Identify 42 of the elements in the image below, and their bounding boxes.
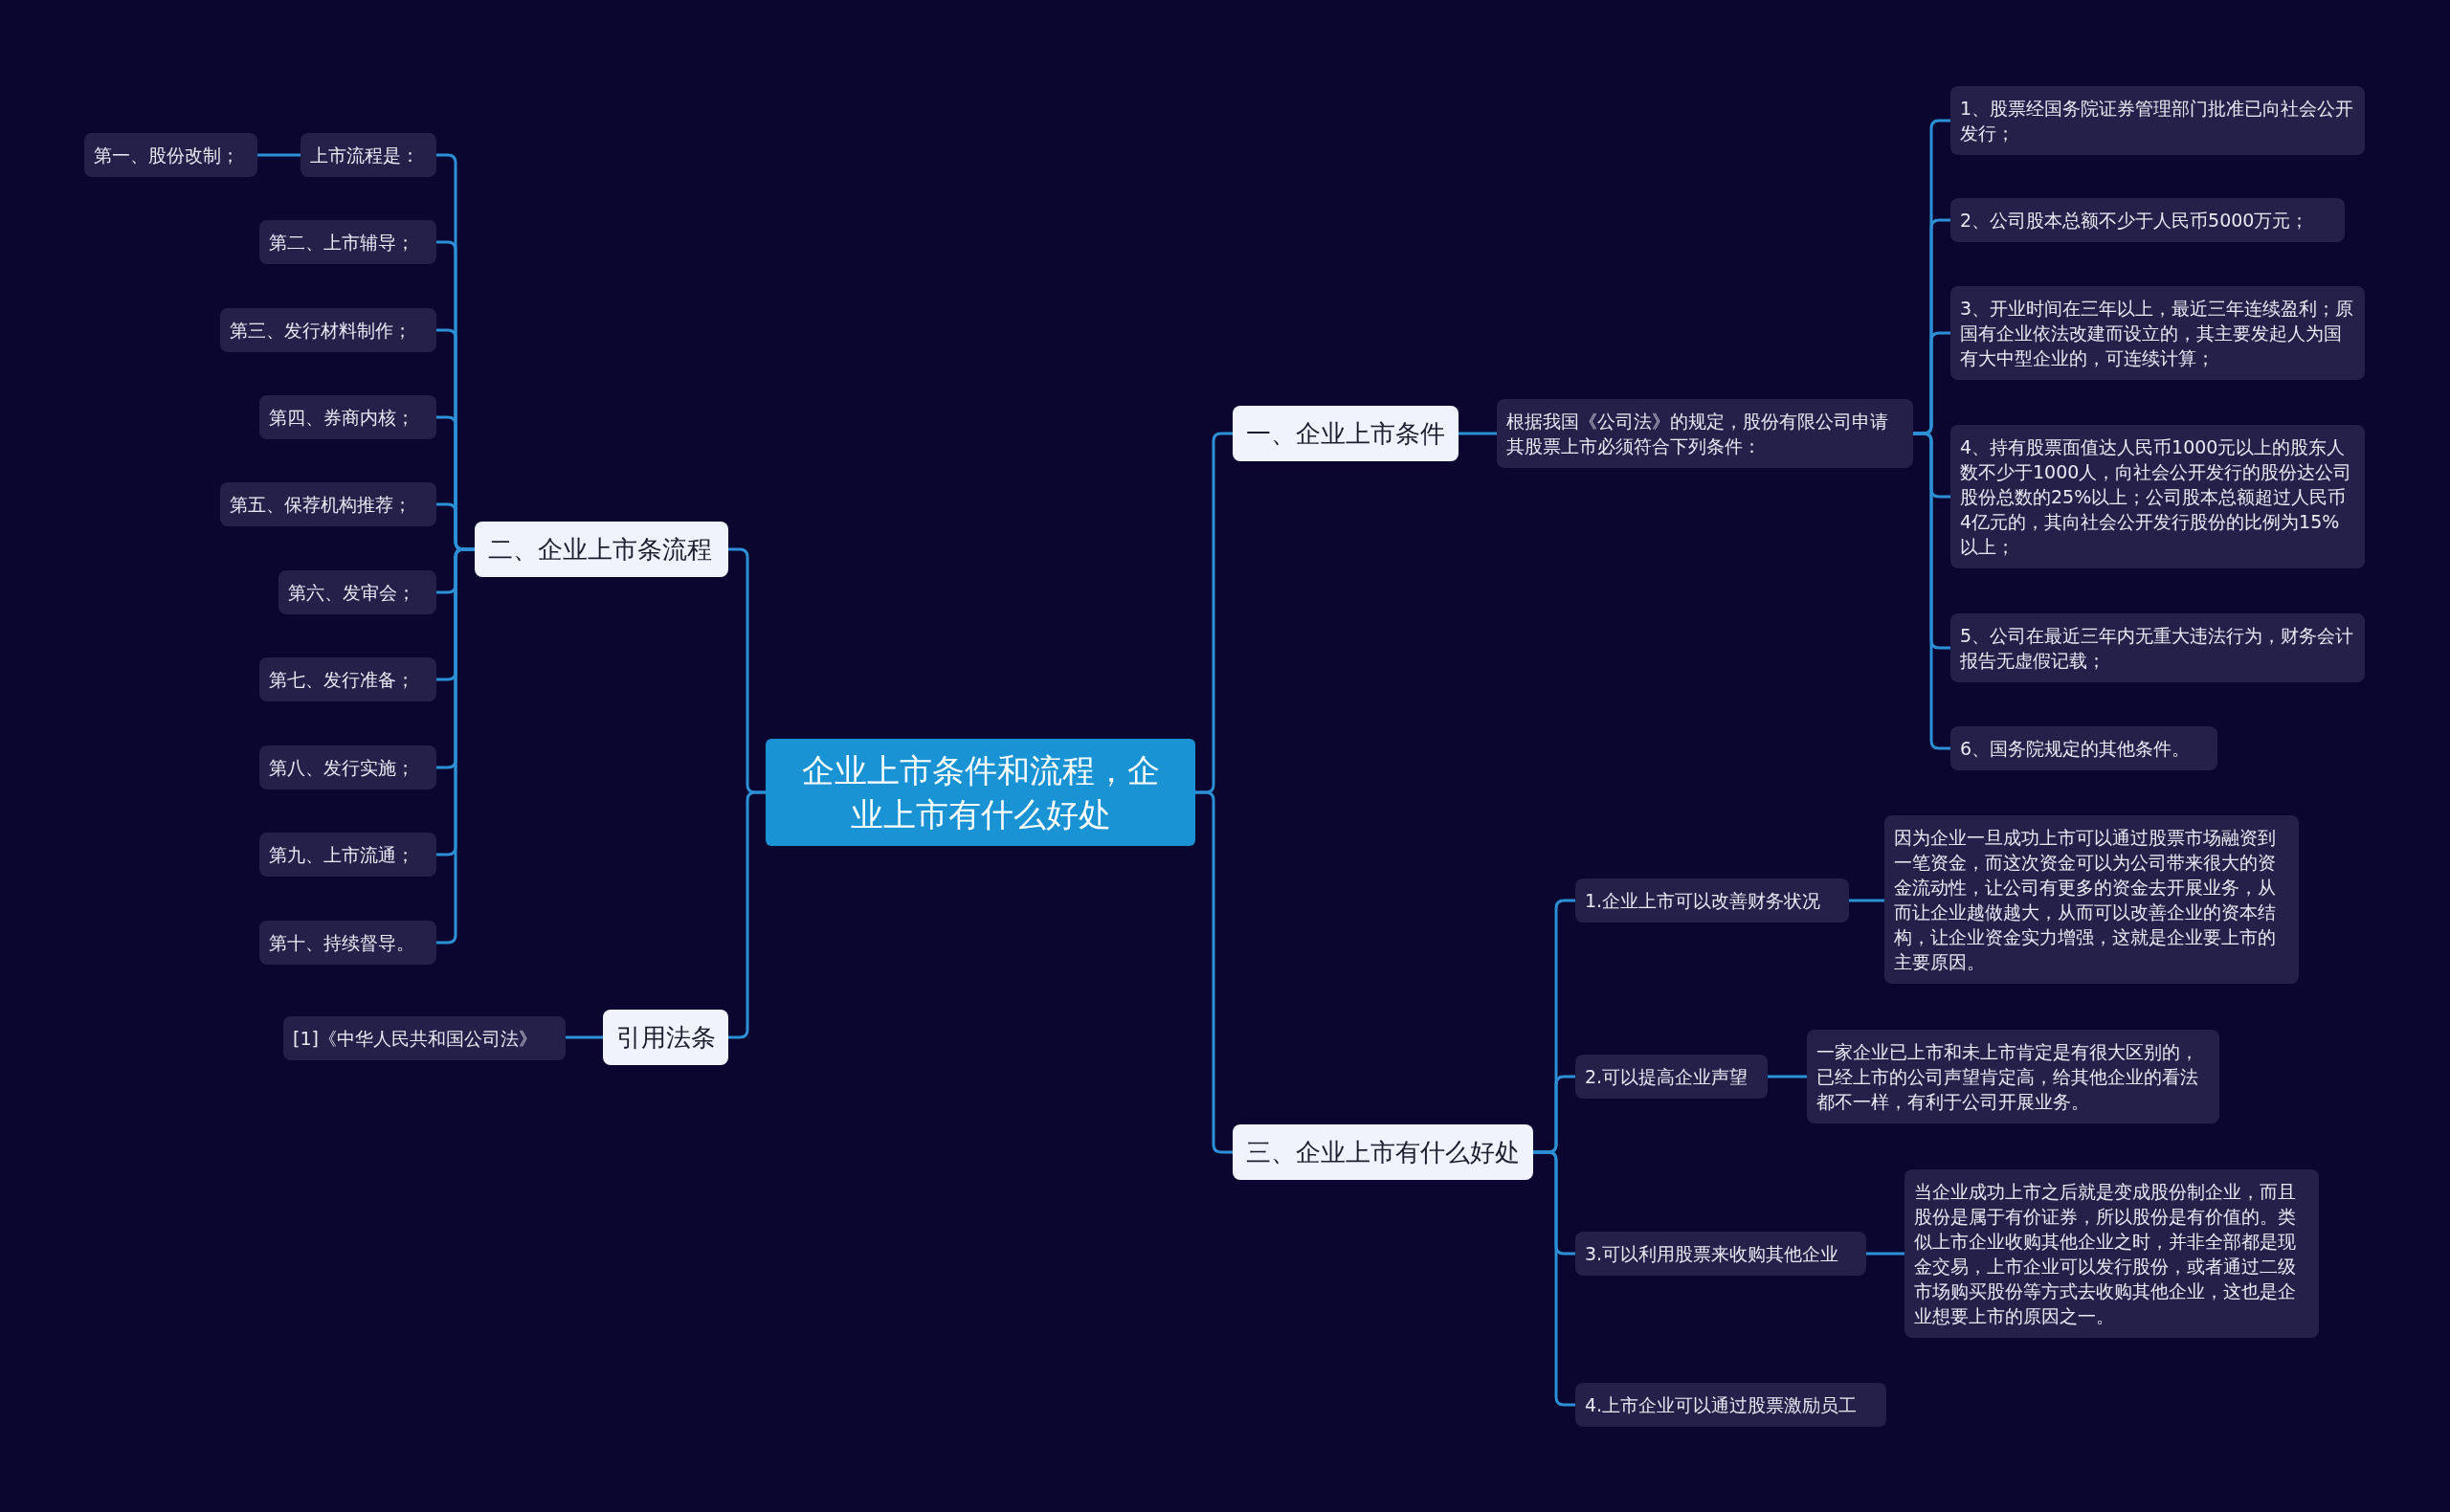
connector-line — [1849, 899, 1884, 902]
leaf-box: 第二、上市辅导； — [259, 220, 436, 264]
leaf-box: [1]《中华人民共和国公司法》 — [283, 1016, 566, 1060]
leaf-box: 3、开业时间在三年以上，最近三年连续盈利；原国有企业依法改建而设立的，其主要发起人为国有大中型企业的，可连续计算； — [1950, 286, 2365, 380]
connector-line — [1866, 1252, 1904, 1256]
leaf-box: 6、国务院规定的其他条件。 — [1950, 726, 2217, 770]
leaf-box: 根据我国《公司法》的规定，股份有限公司申请其股票上市必须符合下列条件： — [1497, 399, 1913, 468]
leaf-box: 4.上市企业可以通过股票激励员工 — [1575, 1383, 1886, 1427]
central-topic-box: 企业上市条件和流程，企业上市有什么好处 — [766, 739, 1195, 846]
leaf-box: 第一、股份改制； — [84, 133, 257, 177]
leaf-box: 4、持有股票面值达人民币1000元以上的股东人数不少于1000人，向社会公开发行的股份达公司股份总数的25%以上；公司股本总额超过人民币4亿元的，其向社会公开发行股份的比例为15%以上； — [1950, 425, 2365, 568]
connector-line — [257, 153, 301, 157]
leaf-box: 当企业成功上市之后就是变成股份制企业，而且股份是属于有价证券，所以股份是有价值的。类似上市企业收购其他企业之时，并非全部都是现金交易，上市企业可以发行股份，或者通过二级市场购买股份等方式去收购其他企业，这也是企业想要上市的原因之一。 — [1904, 1169, 2319, 1338]
leaf-box: 5、公司在最近三年内无重大违法行为，财务会计报告无虚假记载； — [1950, 613, 2365, 682]
connector-line — [1768, 1075, 1807, 1078]
leaf-box: 一家企业已上市和未上市肯定是有很大区别的，已经上市的公司声望肯定高，给其他企业的看法都不一样，有利于公司开展业务。 — [1807, 1030, 2219, 1123]
leaf-box: 第八、发行实施； — [259, 745, 436, 789]
leaf-box: 3.可以利用股票来收购其他企业 — [1575, 1232, 1866, 1276]
leaf-box: 2、公司股本总额不少于人民币5000万元； — [1950, 198, 2345, 242]
connector-line — [1459, 432, 1497, 435]
topic-box: 引用法条 — [603, 1010, 728, 1065]
topic-box: 二、企业上市条流程 — [475, 522, 728, 577]
leaf-box: 上市流程是： — [301, 133, 436, 177]
leaf-box: 第十、持续督导。 — [259, 921, 436, 965]
connector-line — [436, 547, 475, 945]
leaf-box: 1、股票经国务院证券管理部门批准已向社会公开发行； — [1950, 86, 2365, 155]
leaf-box: 第四、券商内核； — [259, 395, 436, 439]
connector-line — [566, 1035, 603, 1039]
connector-line — [728, 790, 766, 1039]
leaf-box: 第七、发行准备； — [259, 657, 436, 701]
leaf-box: 第三、发行材料制作； — [220, 308, 436, 352]
leaf-box: 第九、上市流通； — [259, 833, 436, 877]
connector-line — [1195, 790, 1233, 1154]
leaf-box: 第五、保荐机构推荐； — [220, 482, 436, 526]
topic-box: 三、企业上市有什么好处 — [1233, 1124, 1533, 1180]
leaf-box: 因为企业一旦成功上市可以通过股票市场融资到一笔资金，而这次资金可以为公司带来很大的资金流动性，让公司有更多的资金去开展业务，从而让企业越做越大，从而可以改善企业的资本结构，让企业资金实力增强，这就是企业要上市的主要原因。 — [1884, 815, 2299, 984]
leaf-box: 第六、发审会； — [278, 570, 436, 614]
leaf-box: 1.企业上市可以改善财务状况 — [1575, 878, 1849, 923]
topic-box: 一、企业上市条件 — [1233, 406, 1459, 461]
connector-line — [1533, 1150, 1575, 1407]
leaf-box: 2.可以提高企业声望 — [1575, 1055, 1768, 1099]
connector-line — [1913, 432, 1950, 750]
